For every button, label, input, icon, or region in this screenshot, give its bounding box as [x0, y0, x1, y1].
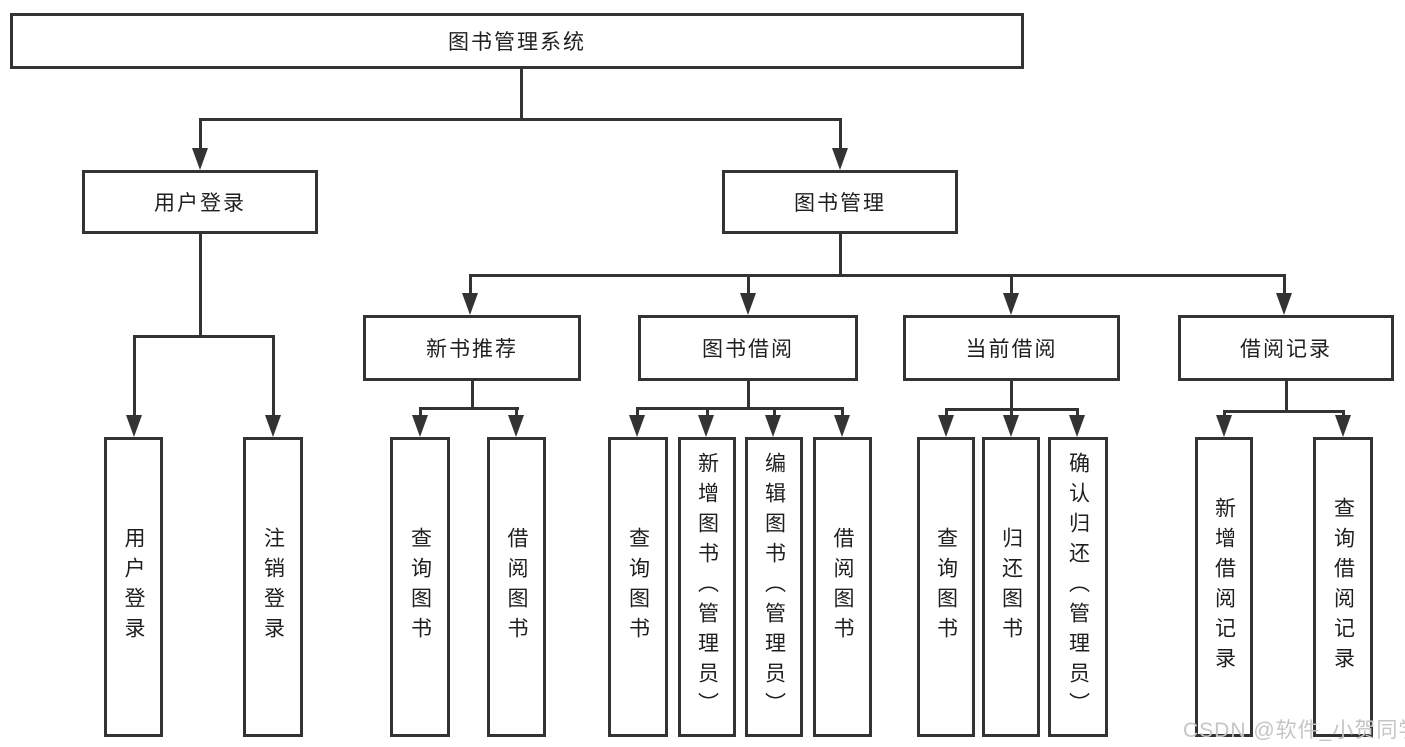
connector-line — [839, 118, 842, 150]
leaf-add-borrow-record: 新增借阅记录 — [1195, 437, 1253, 737]
node-library-system: 图书管理系统 — [10, 13, 1024, 69]
arrowhead-icon — [126, 415, 142, 437]
connector-line — [272, 335, 275, 416]
leaf-label: 注销登录 — [261, 527, 285, 647]
arrowhead-icon — [265, 415, 281, 437]
arrowhead-icon — [1069, 415, 1085, 437]
connector-line — [199, 118, 842, 121]
connector-line — [1285, 381, 1288, 412]
arrowhead-icon — [508, 415, 524, 437]
arrowhead-icon — [740, 293, 756, 315]
connector-line — [515, 407, 518, 417]
connector-line — [839, 234, 842, 277]
arrowhead-icon — [1003, 415, 1019, 437]
node-user-login: 用户登录 — [82, 170, 318, 234]
leaf-logout-login: 注销登录 — [243, 437, 303, 737]
arrowhead-icon — [765, 415, 781, 437]
connector-line — [1010, 408, 1013, 417]
leaf-borrow-books-borrowing: 借阅图书 — [813, 437, 872, 737]
connector-line — [199, 234, 202, 337]
connector-line — [469, 274, 472, 296]
arrowhead-icon — [834, 415, 850, 437]
connector-line — [133, 335, 275, 338]
node-borrowing-records: 借阅记录 — [1178, 315, 1394, 381]
connector-line — [636, 407, 639, 417]
connector-line — [469, 274, 1286, 277]
arrowhead-icon — [629, 415, 645, 437]
leaf-label: 编辑图书（管理员） — [762, 452, 786, 722]
arrowhead-icon — [462, 293, 478, 315]
connector-line — [133, 335, 136, 416]
leaf-label: 用户登录 — [122, 527, 145, 647]
leaf-label: 确认归还（管理员） — [1066, 452, 1090, 722]
leaf-borrow-books-recommend: 借阅图书 — [487, 437, 546, 737]
connector-line — [520, 67, 523, 118]
connector-line — [1342, 410, 1345, 417]
node-new-book-recommendation: 新书推荐 — [363, 315, 581, 381]
leaf-query-borrow-record: 查询借阅记录 — [1313, 437, 1373, 737]
connector-line — [419, 407, 422, 417]
connector-line — [1010, 274, 1013, 296]
connector-line — [199, 118, 202, 150]
connector-line — [1223, 410, 1226, 417]
arrowhead-icon — [412, 415, 428, 437]
arrowhead-icon — [1003, 293, 1019, 315]
connector-line — [945, 408, 948, 417]
leaf-label: 查询图书 — [408, 527, 432, 647]
node-current-borrowing: 当前借阅 — [903, 315, 1120, 381]
node-book-management: 图书管理 — [722, 170, 958, 234]
connector-line — [1283, 274, 1286, 296]
connector-line — [841, 407, 844, 417]
leaf-query-books-recommend: 查询图书 — [390, 437, 450, 737]
leaf-label: 借阅图书 — [831, 527, 854, 647]
leaf-edit-books-admin: 编辑图书（管理员） — [745, 437, 803, 737]
node-book-borrowing: 图书借阅 — [638, 315, 858, 381]
connector-line — [1223, 410, 1345, 413]
leaf-query-books-current: 查询图书 — [917, 437, 975, 737]
arrowhead-icon — [1335, 415, 1351, 437]
leaf-add-books-admin: 新增图书（管理员） — [678, 437, 736, 737]
leaf-query-books-borrowing: 查询图书 — [608, 437, 668, 737]
connector-line — [636, 407, 844, 410]
arrowhead-icon — [192, 148, 208, 170]
arrowhead-icon — [938, 415, 954, 437]
leaf-confirm-return-admin: 确认归还（管理员） — [1048, 437, 1108, 737]
leaf-label: 新增图书（管理员） — [695, 452, 719, 722]
leaf-user-login: 用户登录 — [104, 437, 163, 737]
connector-line — [706, 407, 709, 417]
arrowhead-icon — [832, 148, 848, 170]
leaf-label: 归还图书 — [999, 527, 1023, 647]
connector-line — [747, 274, 750, 296]
arrowhead-icon — [1216, 415, 1232, 437]
connector-line — [773, 407, 776, 417]
arrowhead-icon — [698, 415, 714, 437]
csdn-watermark: CSDN @软件_小贺同学 — [1183, 719, 1405, 742]
leaf-label: 查询借阅记录 — [1331, 497, 1355, 677]
connector-line — [1010, 381, 1013, 410]
connector-line — [419, 407, 519, 410]
connector-line — [747, 381, 750, 410]
connector-line — [1076, 408, 1079, 417]
arrowhead-icon — [1276, 293, 1292, 315]
leaf-return-books: 归还图书 — [982, 437, 1040, 737]
leaf-label: 查询图书 — [934, 527, 958, 647]
connector-line — [471, 381, 474, 410]
leaf-label: 借阅图书 — [505, 527, 528, 647]
leaf-label: 新增借阅记录 — [1212, 497, 1236, 677]
leaf-label: 查询图书 — [626, 527, 650, 647]
